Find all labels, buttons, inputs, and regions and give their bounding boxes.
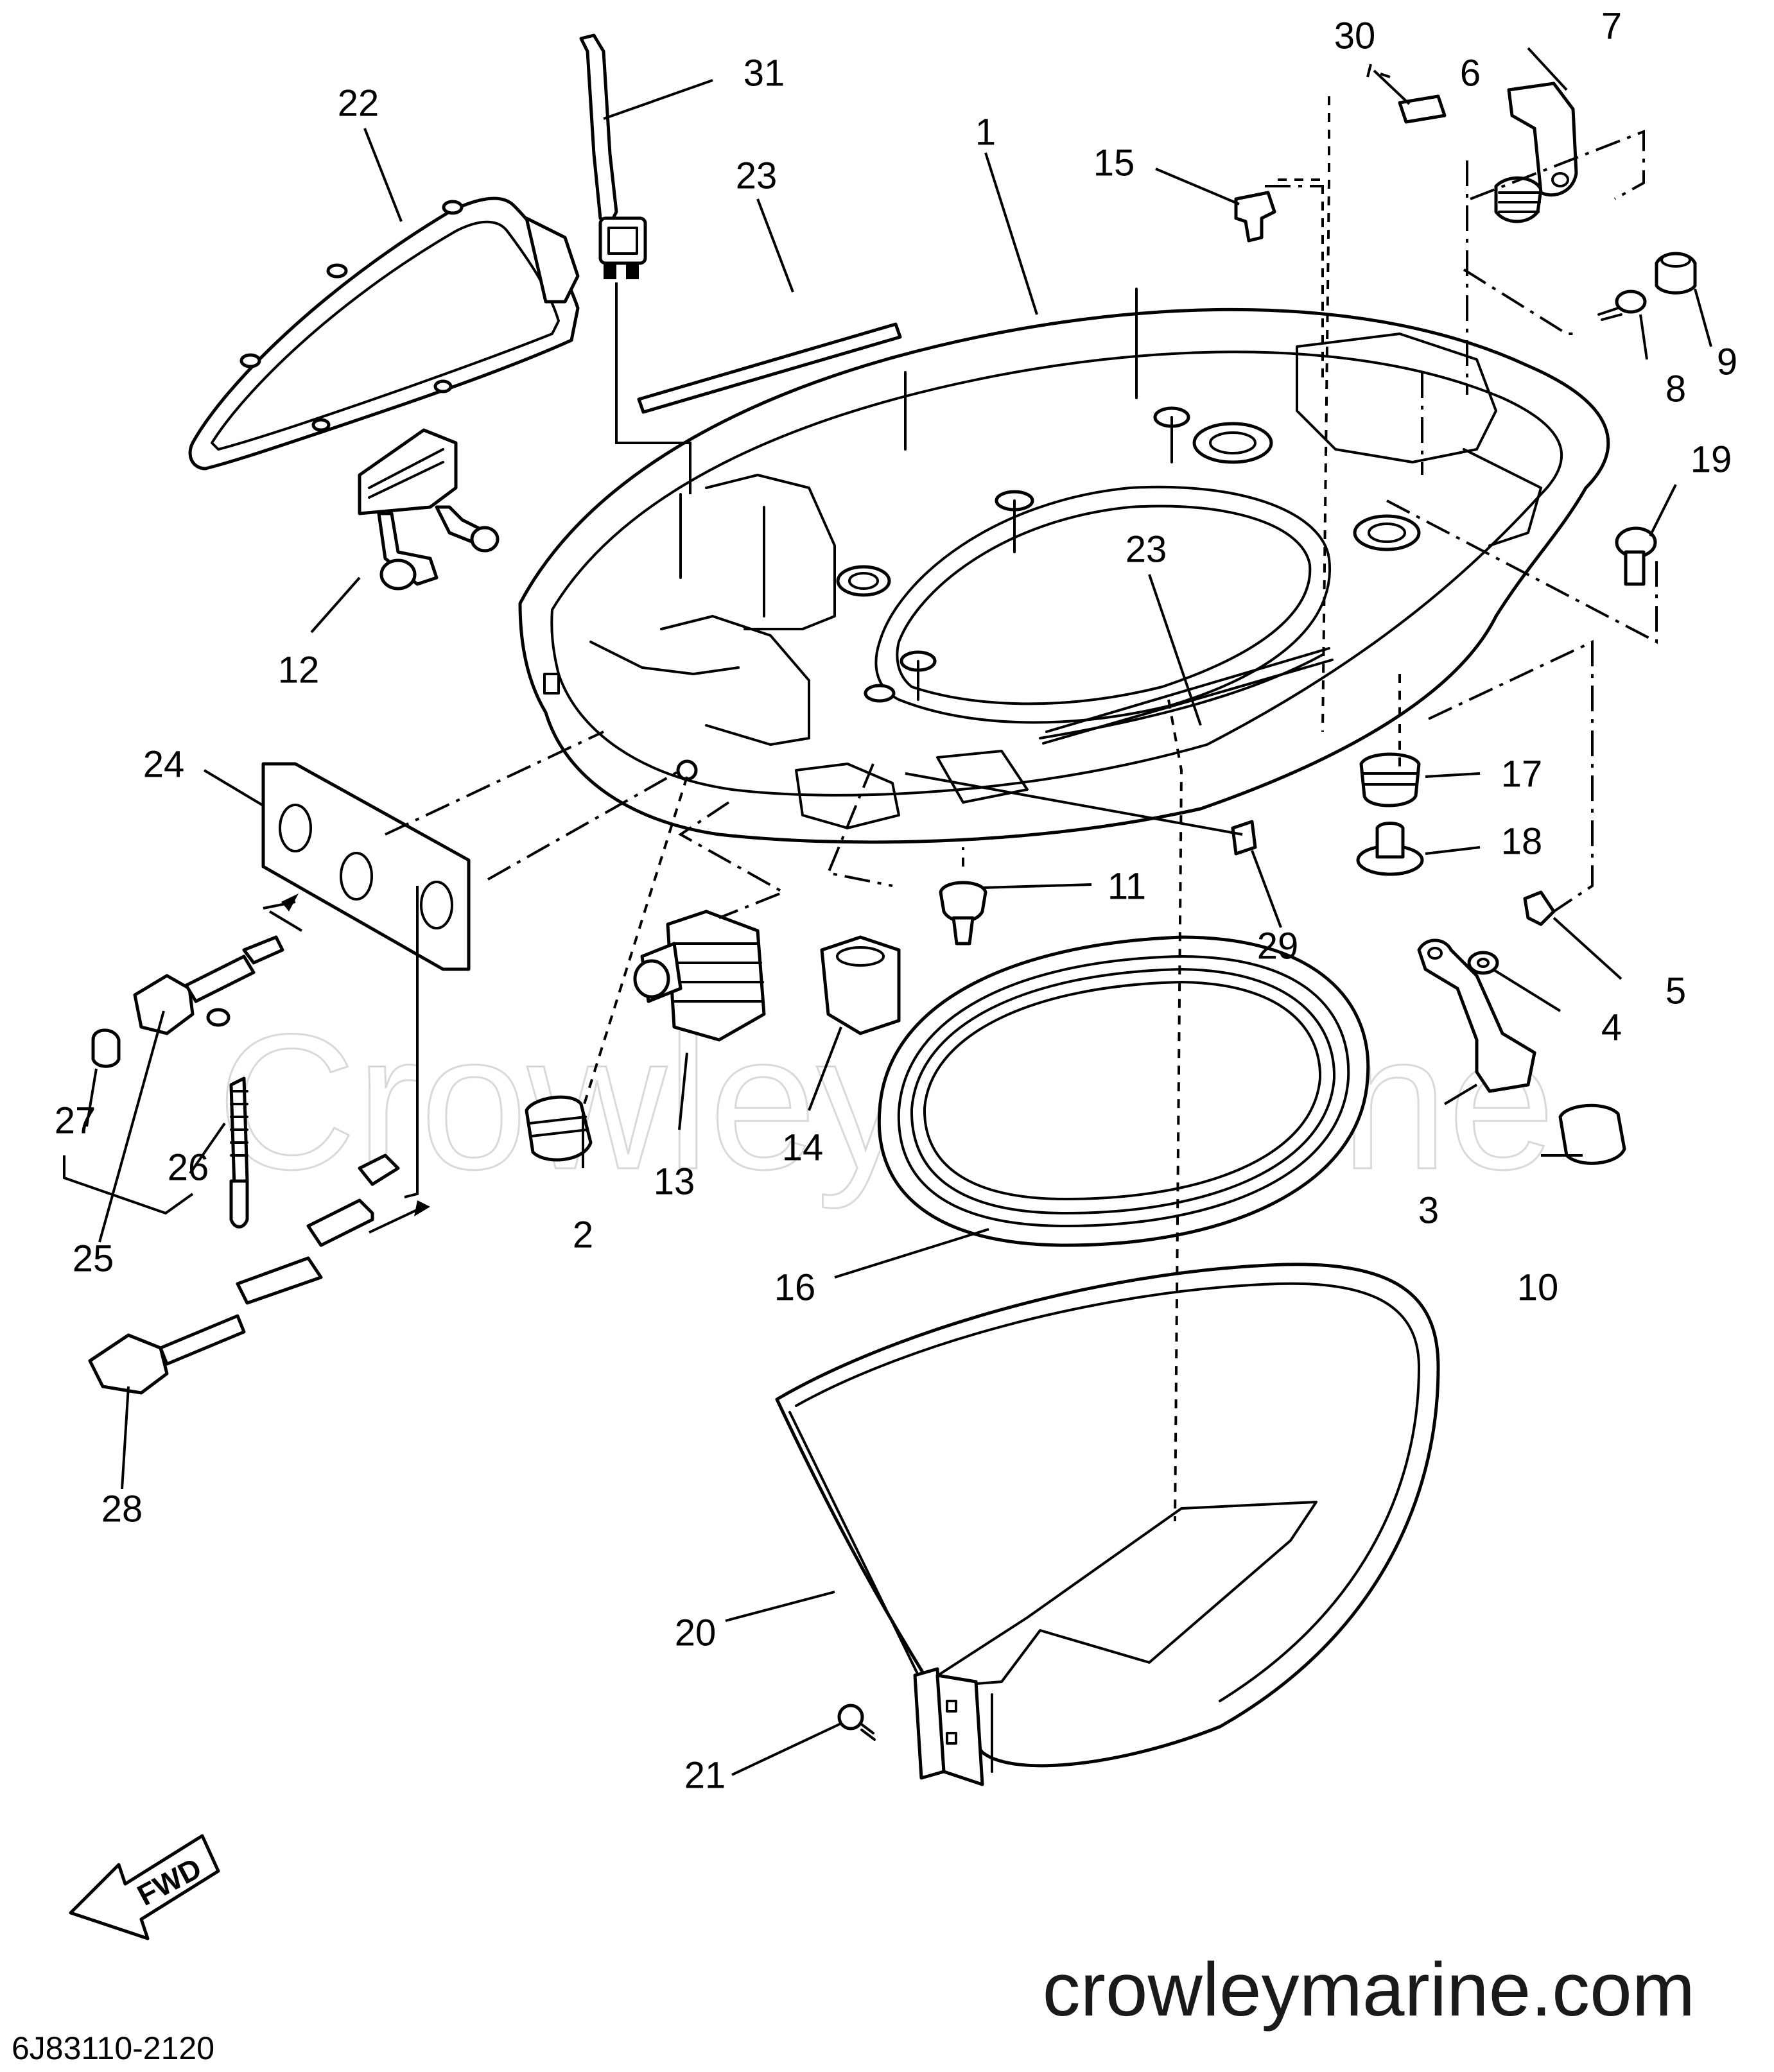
- part-15-pin: [1234, 191, 1276, 243]
- callout-23-lower: 23: [1126, 528, 1167, 570]
- callout-5: 5: [1665, 970, 1686, 1012]
- part-8-screw: [1597, 289, 1647, 321]
- callout-17: 17: [1501, 753, 1543, 795]
- callout-18: 18: [1501, 820, 1543, 862]
- callout-23-upper: 23: [736, 155, 778, 196]
- callout-21: 21: [684, 1754, 726, 1796]
- callout-20: 20: [675, 1612, 717, 1653]
- callout-30: 30: [1334, 15, 1376, 56]
- part-6-spring: [1494, 176, 1543, 223]
- callout-15: 15: [1093, 142, 1135, 184]
- callout-19: 19: [1691, 438, 1732, 480]
- part-27-cap: [91, 1028, 121, 1068]
- callout-31: 31: [744, 52, 785, 94]
- callout-6: 6: [1460, 52, 1481, 94]
- callout-3: 3: [1418, 1189, 1439, 1231]
- part-23-seal-strip-upper: [637, 322, 902, 414]
- callout-27: 27: [55, 1100, 96, 1141]
- callout-28: 28: [101, 1488, 143, 1530]
- part-2-plug: [525, 1095, 593, 1162]
- part-12-connector: [358, 428, 500, 591]
- part-31-bracket: [579, 33, 647, 279]
- callout-10: 10: [1517, 1266, 1559, 1308]
- callout-11: 11: [1108, 865, 1146, 907]
- callout-13: 13: [654, 1161, 695, 1202]
- part-25-fitting: [133, 935, 284, 1035]
- part-13-connector-housing: [633, 910, 766, 1042]
- callout-4: 4: [1601, 1006, 1622, 1048]
- callout-26: 26: [168, 1146, 209, 1188]
- part-16-seal-ring: [877, 935, 1370, 1247]
- part-14-bracket: [820, 935, 901, 1035]
- callout-14: 14: [782, 1127, 824, 1168]
- callout-29: 29: [1257, 925, 1299, 967]
- callout-16: 16: [774, 1266, 816, 1308]
- callout-22: 22: [338, 82, 379, 124]
- part-1-bottom-cowling: [518, 288, 1610, 844]
- part-28-hose-fitting: [88, 1153, 400, 1395]
- part-20-lower-cover: [775, 1263, 1440, 1786]
- part-17-grommet: [1359, 752, 1421, 807]
- part-9-grommet: [1655, 252, 1697, 295]
- part-22-cover-panel: [188, 196, 580, 471]
- callout-9: 9: [1717, 341, 1737, 383]
- part-21-screw: [837, 1704, 876, 1741]
- part-5-clip: [1523, 890, 1556, 926]
- part-18-grommet: [1356, 822, 1424, 876]
- callout-12: 12: [278, 649, 320, 691]
- part-4-washer: [1467, 951, 1499, 975]
- part-19-bolt: [1615, 526, 1657, 586]
- part-3-bracket: [1417, 938, 1536, 1093]
- part-29-label: [1231, 820, 1257, 856]
- callout-8: 8: [1665, 368, 1686, 410]
- fwd-direction-arrow: FWD: [69, 1834, 220, 1940]
- part-24-gasket-plate: [261, 762, 471, 971]
- part-26-wire-lead: [206, 1008, 249, 1229]
- part-30-label: [1398, 94, 1447, 124]
- callout-25: 25: [73, 1238, 114, 1279]
- part-11-grommet: [939, 881, 987, 945]
- website-text: crowleymarine.com: [1043, 1947, 1695, 2032]
- callout-7: 7: [1601, 5, 1622, 47]
- callout-labels: 1 2 3 4 5 6 7 8 9 10 11 12 13 14 15 16 1…: [55, 5, 1737, 1796]
- part-7-bracket: [1507, 82, 1578, 197]
- assembly-lines: [263, 96, 1658, 1522]
- callout-24: 24: [143, 743, 185, 785]
- diagram-code: 6J83110-2120: [12, 2030, 214, 2066]
- leader-lines: [63, 47, 1712, 1776]
- callout-2: 2: [573, 1214, 593, 1256]
- callout-1: 1: [975, 111, 996, 153]
- part-10-cap: [1558, 1103, 1626, 1165]
